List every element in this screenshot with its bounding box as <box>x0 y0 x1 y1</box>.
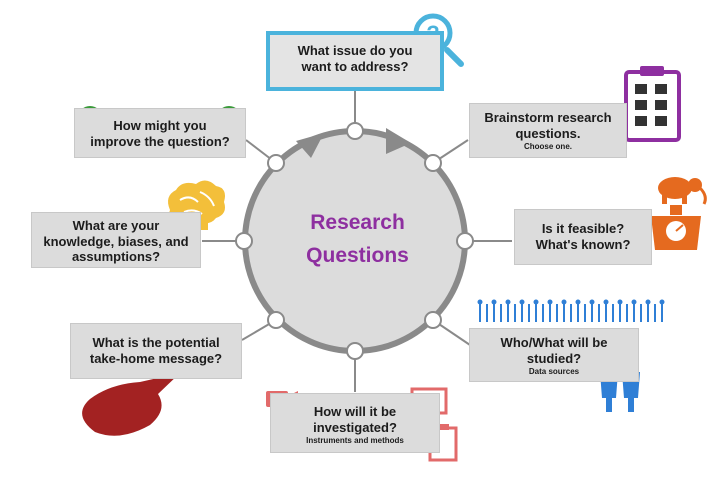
node-biases-line3: assumptions? <box>71 249 161 265</box>
node-studied: Who/What will be studied? Data sources <box>469 328 639 382</box>
center-label: Research Questions <box>275 207 440 272</box>
node-brainstorm-sub: Choose one. <box>523 142 572 152</box>
clipboard-list-icon <box>624 66 681 142</box>
node-message: What is the potential take-home message? <box>70 323 242 379</box>
node-issue-line1: What issue do you <box>297 43 413 58</box>
node-investigated-sub: Instruments and methods <box>306 436 404 446</box>
center-label-line1: Research <box>310 211 405 234</box>
node-message-line1: What is the potential <box>92 335 220 350</box>
node-investigated-line2: investigated? <box>313 419 397 435</box>
elephant-scale-icon <box>651 177 707 250</box>
node-biases: What are your knowledge, biases, and ass… <box>31 212 201 268</box>
node-studied-line1: Who/What will be <box>500 335 608 350</box>
node-improve: How might you improve the question? <box>74 108 246 158</box>
ring-nodes <box>235 122 474 360</box>
center-label-line2: Questions <box>306 243 409 267</box>
ring-arrow <box>296 133 324 158</box>
node-studied-sub: Data sources <box>528 367 580 377</box>
node-studied-line2: studied? <box>526 350 582 366</box>
node-improve-line1: How might you <box>113 118 207 133</box>
node-biases-line2: knowledge, biases, and <box>43 233 189 249</box>
node-brainstorm-line2: questions. <box>515 125 581 141</box>
node-investigated: How will it be investigated? Instruments… <box>270 393 440 453</box>
node-biases-line1: What are your <box>72 218 160 233</box>
node-feasible-line1: Is it feasible? <box>541 221 625 236</box>
node-issue: What issue do you want to address? <box>266 31 444 91</box>
node-feasible: Is it feasible? What's known? <box>514 209 652 265</box>
node-investigated-line1: How will it be <box>313 404 397 419</box>
node-issue-line2: want to address? <box>301 58 409 74</box>
node-brainstorm-line1: Brainstorm research <box>484 110 612 125</box>
node-feasible-line2: What's known? <box>535 236 631 252</box>
speech-bubble-icon <box>82 373 180 436</box>
node-message-line2: take-home message? <box>89 350 223 366</box>
node-improve-line2: improve the question? <box>90 133 230 149</box>
node-brainstorm: Brainstorm research questions. Choose on… <box>469 103 627 158</box>
ring-arrow <box>386 128 411 154</box>
